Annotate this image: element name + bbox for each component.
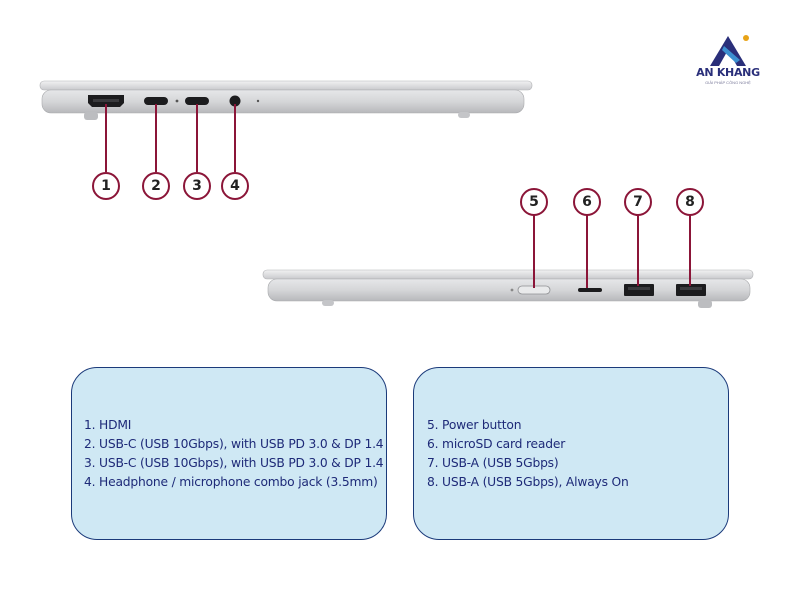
- brand-name: AN KHANG: [696, 66, 760, 79]
- port-item-6: 6. microSD card reader: [427, 437, 566, 451]
- leader-line-5: [533, 214, 535, 288]
- port-item-8: 8. USB-A (USB 5Gbps), Always On: [427, 475, 629, 489]
- leader-line-4: [234, 104, 236, 172]
- callout-4: 4: [221, 172, 249, 200]
- callout-2: 2: [142, 172, 170, 200]
- port-item-4: 4. Headphone / microphone combo jack (3.…: [84, 475, 378, 489]
- leader-line-3: [196, 104, 198, 172]
- leader-line-8: [689, 214, 691, 286]
- callout-3: 3: [183, 172, 211, 200]
- leader-line-2: [155, 104, 157, 172]
- ports-left-list: 1. HDMI 2. USB-C (USB 10Gbps), with USB …: [84, 416, 384, 492]
- leader-line-7: [637, 214, 639, 286]
- port-item-1: 1. HDMI: [84, 418, 132, 432]
- port-item-3: 3. USB-C (USB 10Gbps), with USB PD 3.0 &…: [84, 456, 384, 470]
- callout-7: 7: [624, 188, 652, 216]
- logo-mark-icon: [710, 35, 749, 66]
- ports-right-box: 5. Power button 6. microSD card reader 7…: [413, 367, 729, 540]
- brand-logo: AN KHANG GIẢI PHÁP CÔNG NGHỆ: [688, 30, 768, 90]
- port-item-2: 2. USB-C (USB 10Gbps), with USB PD 3.0 &…: [84, 437, 384, 451]
- leader-line-6: [586, 214, 588, 288]
- callout-6: 6: [573, 188, 601, 216]
- callout-1: 1: [92, 172, 120, 200]
- leader-line-1: [105, 104, 107, 172]
- ports-right-list: 5. Power button 6. microSD card reader 7…: [427, 416, 629, 492]
- callout-5: 5: [520, 188, 548, 216]
- brand-tagline: GIẢI PHÁP CÔNG NGHỆ: [705, 80, 751, 85]
- ports-left-box: 1. HDMI 2. USB-C (USB 10Gbps), with USB …: [71, 367, 387, 540]
- port-item-7: 7. USB-A (USB 5Gbps): [427, 456, 559, 470]
- port-item-5: 5. Power button: [427, 418, 522, 432]
- callout-8: 8: [676, 188, 704, 216]
